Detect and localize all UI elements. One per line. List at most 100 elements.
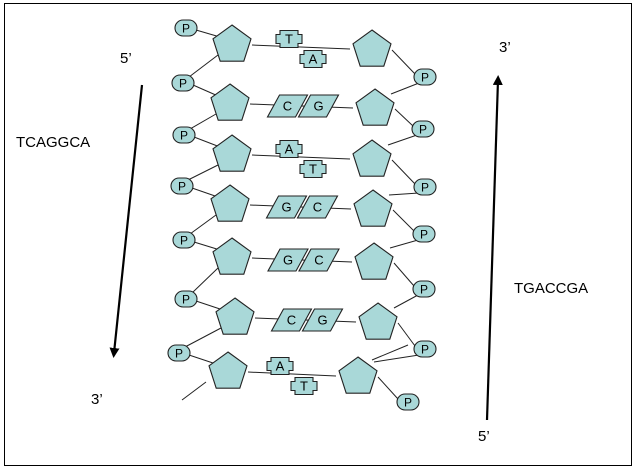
right-phosphate-6-label: P [421,343,429,357]
left-bottom-prime-label: 3’ [91,391,103,408]
left-phosphate-3-label: P [180,129,188,143]
base-pair-3-link [251,154,351,160]
base-pair-7-right-label: T [300,379,308,394]
base-pair-1-link [251,44,351,50]
right-phosphate-7 [396,393,420,411]
right-phosphate-7-label: P [404,396,412,410]
right-phosphate-4 [412,225,436,243]
base-pair-7-left-base [266,356,294,376]
left-phosphate-2 [171,74,195,92]
right-strand-arrow [485,75,503,421]
right-phosphate-1 [413,68,437,86]
right-phosphate-3 [413,178,437,196]
base-pair-1-right-label: A [309,52,318,67]
left-phosphate-3 [172,126,196,144]
left-phosphate-7-label: P [175,347,183,361]
base-pair-4-left-label: G [281,200,291,215]
right-backbone-link [391,49,416,75]
left-sugar-3 [212,134,252,172]
right-backbone-link [393,262,415,287]
base-pair-3-left-base [275,139,303,159]
right-bottom-prime-label: 5’ [478,428,490,445]
base-pair-4-right-label: C [313,200,322,215]
right-phosphate-1-label: P [421,71,429,85]
right-backbone-link [389,239,419,249]
left-top-prime-label: 5’ [120,50,132,67]
left-backbone-link [184,327,222,348]
base-pair-3-right-label: T [309,162,317,177]
base-pair-6-right-label: G [317,313,327,328]
base-pair-5-left-base [267,248,309,272]
left-phosphate-6 [174,290,198,308]
base-pair-2-left-base [266,94,309,118]
base-pair-6-left-base [270,308,313,332]
right-phosphate-5-label: P [420,283,428,297]
base-pair-1-left-base [275,29,303,49]
base-pair-7-right-base [290,376,318,396]
left-phosphate-7 [167,344,191,362]
right-phosphate-2-label: P [419,123,427,137]
left-sugar-2 [210,83,250,121]
left-backbone-link [195,29,221,38]
left-sugar-5 [212,237,252,275]
right-sugar-6 [358,302,398,340]
right-phosphate-3-label: P [421,181,429,195]
base-pair-4-right-base [296,195,339,219]
right-sugar-2 [355,88,395,126]
base-pair-1-left-label: T [285,32,293,47]
diagram-frame [4,3,632,466]
right-phosphate-4-label: P [420,228,428,242]
base-pair-7-link [247,371,337,377]
left-strand-arrow [109,84,144,358]
left-phosphate-4 [170,177,194,195]
left-phosphate-5 [172,231,196,249]
left-sugar-1 [212,24,252,62]
left-backbone-link [192,84,219,97]
left-phosphate-1-label: P [182,22,190,36]
left-backbone-link [187,164,219,181]
right-backbone-link [397,322,416,347]
right-backbone-end [371,344,409,361]
right-sugar-1 [352,29,392,67]
left-sugar-6 [215,297,255,335]
left-backbone-link [195,300,224,311]
right-backbone-link [377,376,399,400]
right-backbone-link [387,134,418,146]
left-phosphate-5-label: P [180,234,188,248]
right-backbone-link [394,108,414,127]
right-phosphate-2 [411,120,435,138]
right-backbone-link [393,294,419,309]
left-sugar-7 [208,351,248,389]
base-pair-2-right-label: G [313,99,323,114]
right-backbone-link [390,82,420,95]
base-pair-1-right-base [299,49,327,69]
right-strand-sequence: TGACCGA [514,280,588,297]
right-sugar-5 [354,242,394,280]
right-backbone-link [391,159,416,185]
right-backbone-link [373,354,420,363]
left-backbone-link [193,136,221,148]
left-backbone-link [189,113,217,130]
base-pair-7-left-label: A [276,359,285,374]
base-pair-5-right-label: C [314,253,323,268]
base-pair-6-left-label: C [287,313,296,328]
left-sugar-4 [210,184,250,222]
right-backbone-link [392,209,415,232]
base-pair-3-right-base [299,159,327,179]
left-backbone-link [191,187,219,198]
left-phosphate-1 [174,19,198,37]
left-phosphate-4-label: P [178,180,186,194]
left-backbone-link [188,54,219,78]
left-backbone-link [189,214,217,235]
left-phosphate-6-label: P [182,293,190,307]
right-phosphate-5 [412,280,436,298]
right-sugar-4 [353,189,393,227]
right-sugar-7 [338,356,378,394]
base-pair-6-right-base [301,308,344,332]
base-pair-5-left-label: G [283,253,293,268]
base-pair-2-right-base [297,94,340,118]
right-phosphate-6 [413,340,437,358]
base-pair-3-left-label: A [285,142,294,157]
